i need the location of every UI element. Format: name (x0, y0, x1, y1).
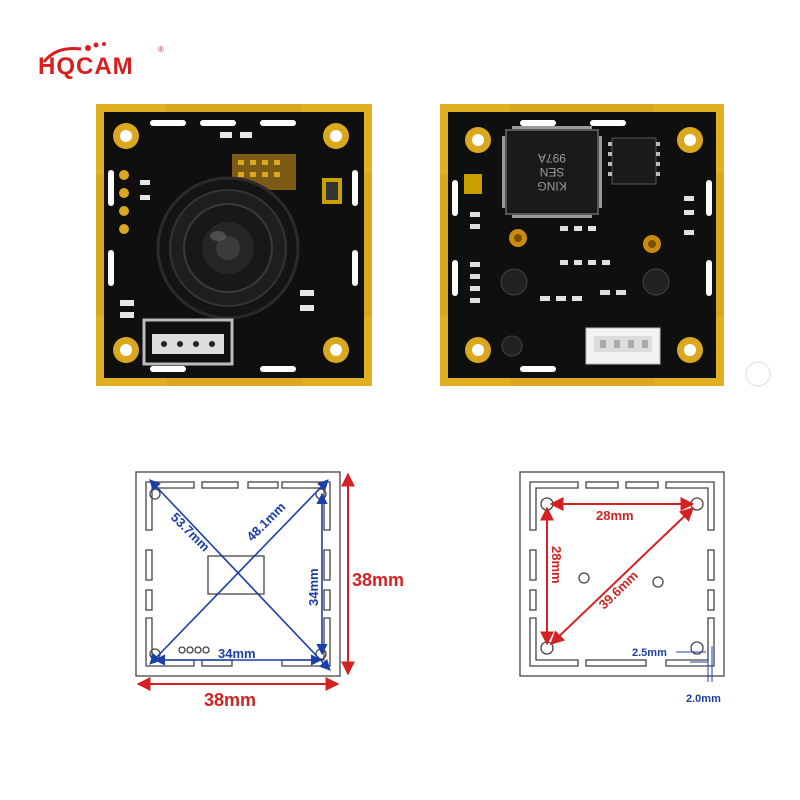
front-connector (142, 318, 234, 366)
outer-height-label: 38mm (352, 570, 404, 590)
hole-callout-lines (676, 646, 713, 682)
back-connector (585, 327, 661, 365)
outer-width-label: 38mm (204, 690, 256, 710)
chip-marking-line-1: KING (537, 179, 566, 193)
back-red-dimensions (540, 497, 695, 646)
front-mounting-holes (113, 123, 349, 363)
main-chip: KING SEN 997A (502, 126, 602, 218)
front-board-photo (96, 104, 372, 386)
diagonal-span-label: 39.6mm (596, 568, 641, 612)
back-board-photo: KING SEN 997A (440, 104, 771, 387)
inner-height-label: 34mm (306, 568, 321, 606)
front-blue-dimensions (149, 479, 331, 671)
camera-lens-icon (156, 176, 300, 320)
top-span-label: 28mm (596, 508, 634, 523)
board-photos: KING SEN 997A (96, 104, 771, 387)
logo-text: HQCAM (38, 53, 134, 80)
back-dimension-drawing: 28mm 28mm 39.6mm 2.5mm 2.0mm (519, 471, 725, 705)
brand-logo: HQCAM ® (38, 42, 164, 80)
logo-registered-mark: ® (158, 45, 164, 54)
chip-marking-line-3: 997A (538, 151, 566, 165)
hole-diameter-label: 2.5mm (632, 647, 667, 659)
chip-marking-line-2: SEN (540, 165, 565, 179)
inner-width-label: 34mm (218, 646, 256, 661)
logo-swoosh-icon (42, 42, 106, 63)
left-span-label: 28mm (549, 546, 564, 584)
back-mounting-holes (465, 127, 703, 363)
front-red-dimensions (136, 472, 355, 691)
hole-gap-label: 2.0mm (686, 693, 721, 705)
front-dimension-drawing: 53.7mm 48.1mm 34mm 34mm 38mm 38mm (135, 471, 404, 710)
